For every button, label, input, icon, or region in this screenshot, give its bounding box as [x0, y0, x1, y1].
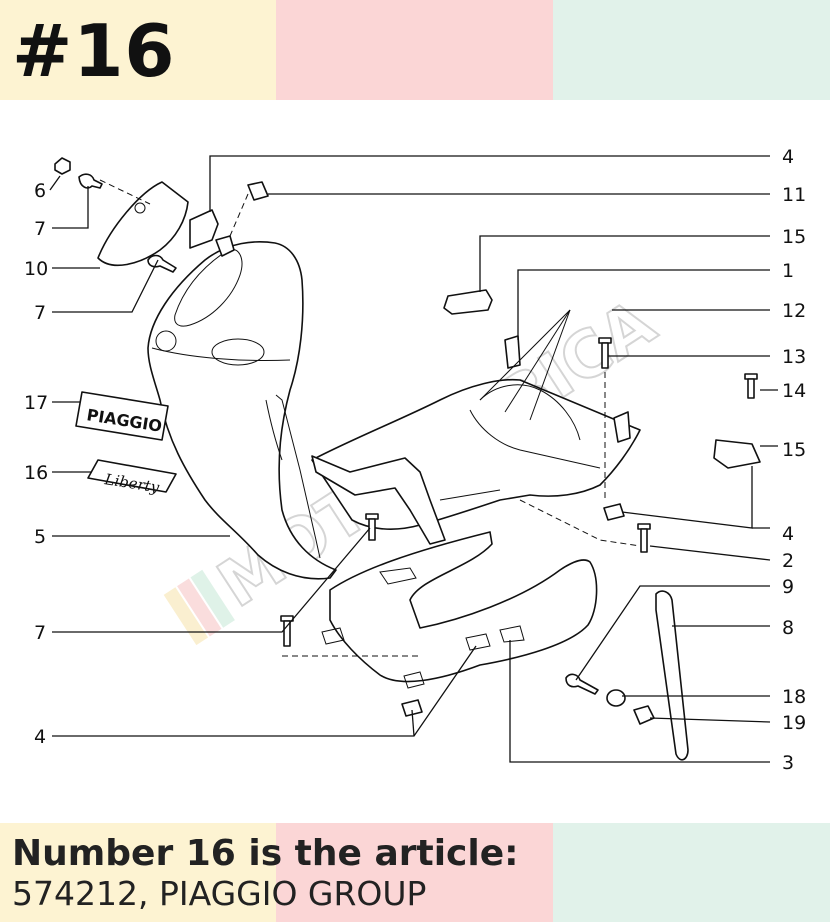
- label-19: 19: [782, 712, 806, 734]
- label-5: 5: [34, 526, 46, 548]
- label-6: 6: [34, 180, 46, 202]
- front-shield: [147, 241, 337, 580]
- callout-labels: 4 11 15 1 12 13 14 15 4 2 9 8 18 19 3 6 …: [24, 146, 806, 774]
- label-15-right: 15: [782, 439, 806, 461]
- band-pink-bottom: [276, 823, 553, 922]
- screw-6: [54, 157, 71, 175]
- label-14: 14: [782, 380, 806, 402]
- leader-lines: [49, 155, 778, 763]
- band-mint-bottom: [553, 823, 830, 922]
- label-3: 3: [782, 752, 794, 774]
- label-17: 17: [24, 392, 48, 414]
- parts-diagram: MOTOMOBICA PIAGGIO Liberty: [24, 146, 806, 774]
- caption-article: 574212, PIAGGIO GROUP: [12, 874, 427, 913]
- label-18: 18: [782, 686, 806, 708]
- screw-7-top: [78, 173, 103, 189]
- label-7-mid: 7: [34, 302, 46, 324]
- page-title: #16: [12, 9, 176, 93]
- label-2: 2: [782, 550, 794, 572]
- label-4-right: 4: [782, 523, 794, 545]
- label-8: 8: [782, 617, 794, 639]
- headlight-cover: [97, 181, 189, 267]
- label-7-top: 7: [34, 218, 46, 240]
- caption-title: Number 16 is the article:: [12, 833, 519, 874]
- band-yellow-bottom: [0, 823, 276, 922]
- nut-4-right: [603, 503, 625, 521]
- spacer-18: [606, 689, 626, 707]
- clip-4-top: [189, 209, 235, 257]
- label-1: 1: [782, 260, 794, 282]
- bottom-color-band: [0, 823, 830, 922]
- frame-floor: [311, 335, 641, 545]
- label-12: 12: [782, 300, 806, 322]
- piaggio-emblem: PIAGGIO: [75, 391, 169, 441]
- bolt-14: [744, 373, 758, 399]
- label-13: 13: [782, 346, 806, 368]
- screw-7-low: [365, 513, 379, 541]
- screw-9: [565, 673, 599, 695]
- block-15-right: [713, 439, 761, 469]
- block-15-top: [443, 289, 493, 315]
- screw-7-mid: [147, 254, 177, 273]
- liberty-script: Liberty: [87, 459, 177, 497]
- label-10: 10: [24, 258, 48, 280]
- side-strip: [655, 590, 689, 761]
- band-pink: [276, 0, 553, 100]
- band-yellow: [0, 0, 276, 100]
- spacer-19: [633, 705, 655, 725]
- label-16: 16: [24, 462, 48, 484]
- label-15-top: 15: [782, 226, 806, 248]
- bolt-13: [598, 337, 612, 500]
- label-11: 11: [782, 184, 806, 206]
- top-color-band: [0, 0, 830, 100]
- nut-11: [247, 181, 269, 201]
- label-4-top: 4: [782, 146, 794, 168]
- label-7-bottom: 7: [34, 622, 46, 644]
- label-9: 9: [782, 576, 794, 598]
- floor-panel: [321, 531, 598, 717]
- band-mint: [553, 0, 830, 100]
- label-4-bottom: 4: [34, 726, 46, 748]
- screw-2: [637, 523, 651, 553]
